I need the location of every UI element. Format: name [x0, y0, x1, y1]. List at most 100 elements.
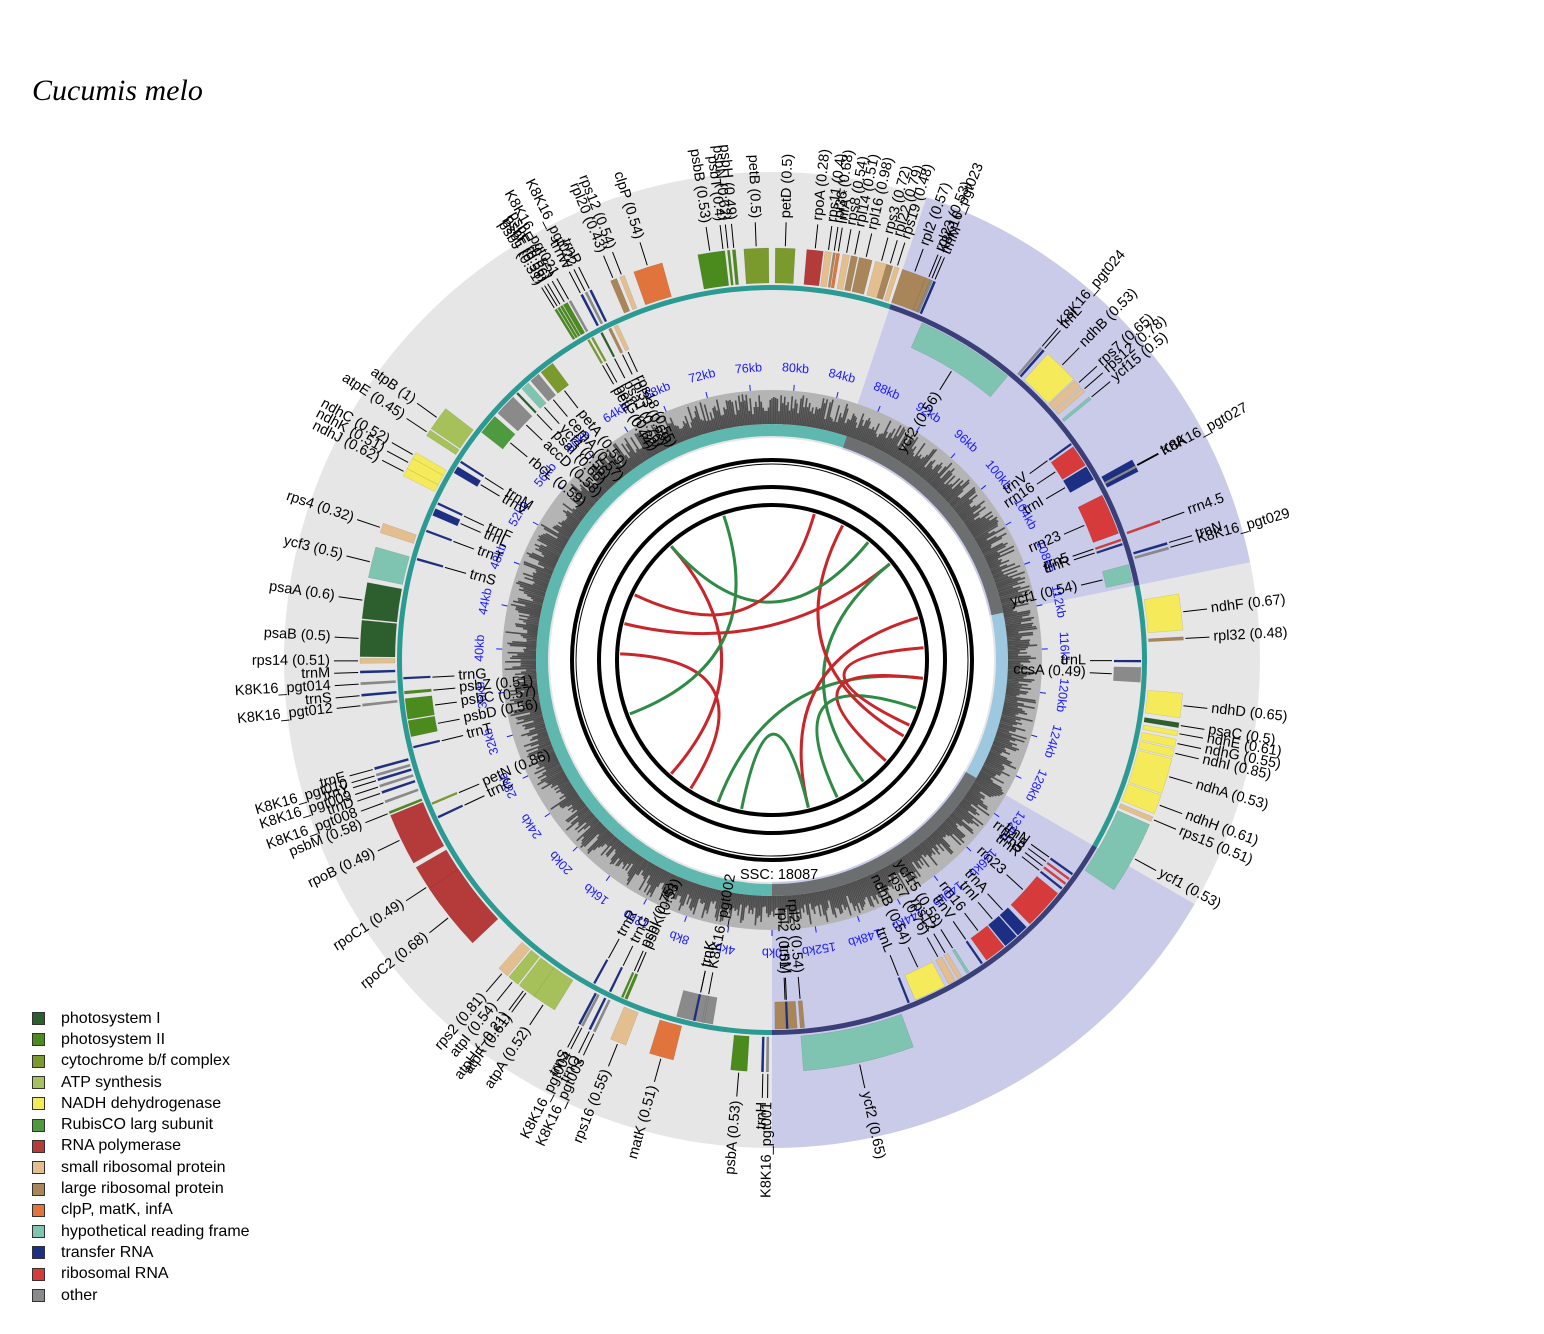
gene-block	[508, 949, 540, 985]
gene-block	[970, 925, 1005, 961]
gene-block	[836, 253, 850, 291]
gene-leader	[653, 1058, 662, 1083]
gene-label: K8K16_pgt001	[758, 1102, 775, 1198]
gene-leader	[881, 237, 889, 261]
gene-block	[730, 1034, 750, 1072]
gene-block	[437, 804, 464, 819]
gene-leader	[1161, 511, 1185, 521]
legend-swatch	[32, 1097, 45, 1111]
gene-block	[518, 957, 556, 998]
gene-leader	[1180, 725, 1205, 730]
gene-leader	[846, 229, 852, 253]
gene-leader	[441, 734, 464, 742]
gene-leader	[551, 280, 565, 303]
gene-leader	[612, 251, 622, 275]
gene-block	[800, 1013, 914, 1072]
gene-leader	[897, 242, 906, 266]
gene-leader	[334, 683, 359, 687]
gene-leader	[1177, 743, 1202, 749]
gene-block	[916, 279, 934, 314]
gene-leader	[730, 223, 735, 248]
legend-swatch	[32, 1076, 45, 1090]
legend-item: transfer RNA	[32, 1242, 250, 1263]
gene-leader	[637, 951, 647, 973]
gene-leader	[1062, 347, 1080, 366]
gene-leader	[1036, 471, 1056, 485]
gene-leader	[977, 901, 993, 920]
repeat-ring-inner	[615, 503, 929, 817]
repeat-link	[634, 513, 816, 617]
gene-block	[1148, 636, 1184, 643]
gene-label: trnY	[321, 781, 351, 804]
gene-block	[359, 658, 396, 664]
legend-swatch	[32, 1182, 45, 1196]
gene-block	[910, 322, 1009, 398]
gc-content-track	[502, 389, 1042, 930]
legend-item: large ribosomal protein	[32, 1178, 250, 1199]
gene-block	[965, 940, 984, 965]
legend-item: other	[32, 1285, 250, 1306]
gene-leader	[525, 424, 543, 441]
gene-block	[760, 1036, 765, 1073]
gene-leader	[578, 1031, 590, 1054]
repeat-link	[740, 732, 810, 810]
gene-leader	[381, 459, 404, 472]
backbone-ssc	[1092, 584, 1147, 848]
gene-block	[876, 263, 894, 300]
gene-block	[610, 1006, 639, 1046]
gene-block	[1042, 866, 1067, 885]
legend-label: small ribosomal protein	[61, 1158, 226, 1176]
gene-label: psbH (0.49)	[716, 144, 739, 221]
tick-mark	[1015, 775, 1022, 779]
gene-leader	[1168, 535, 1193, 543]
gene-block	[866, 260, 887, 299]
legend-item: clpP, matK, infA	[32, 1200, 250, 1221]
gene-block	[384, 788, 419, 804]
gene-block	[608, 966, 624, 993]
gene-leader	[352, 780, 377, 789]
gene-block	[919, 280, 937, 315]
gene-leader	[432, 675, 455, 678]
gene-block	[359, 669, 396, 674]
gene-block	[649, 1019, 683, 1061]
legend-item: NADH dehydrogenase	[32, 1093, 250, 1114]
repeat-ring-outer	[570, 458, 974, 862]
tick-mark	[501, 604, 508, 607]
gene-block	[1143, 593, 1184, 633]
gene-block	[1054, 387, 1086, 415]
gene-blocks	[359, 247, 1184, 1073]
gene-block	[619, 275, 638, 311]
gene-leader	[406, 418, 427, 433]
legend-swatch	[32, 1267, 45, 1281]
tick-mark	[705, 391, 708, 398]
gene-block	[557, 306, 578, 339]
gene-block	[952, 948, 970, 974]
gene-block	[1061, 396, 1092, 422]
tick-mark	[663, 405, 667, 412]
gene-block	[426, 429, 460, 456]
gene-block	[912, 277, 931, 313]
gene-block	[624, 973, 639, 1000]
gene-block	[1094, 538, 1122, 551]
gene-block	[1134, 546, 1170, 560]
gene-label: petD (0.5)	[778, 154, 796, 219]
gene-leader	[547, 283, 561, 305]
gene-leader	[608, 1043, 618, 1067]
tick-mark	[915, 426, 920, 433]
gene-leader	[1175, 752, 1199, 760]
gene-block	[774, 247, 796, 284]
gene-block	[587, 338, 604, 365]
gene-leader	[536, 413, 553, 431]
gene-block	[412, 739, 441, 749]
gene-leader	[1179, 733, 1204, 739]
gene-leader	[460, 523, 481, 533]
gene-block	[904, 961, 946, 1001]
legend-label: clpP, matK, infA	[61, 1201, 173, 1219]
legend-label: photosystem I	[61, 1009, 161, 1027]
gc-histogram	[504, 394, 1038, 926]
gene-leader	[784, 977, 787, 1000]
gene-leader	[828, 226, 833, 250]
gene-label: trnK	[698, 939, 719, 969]
